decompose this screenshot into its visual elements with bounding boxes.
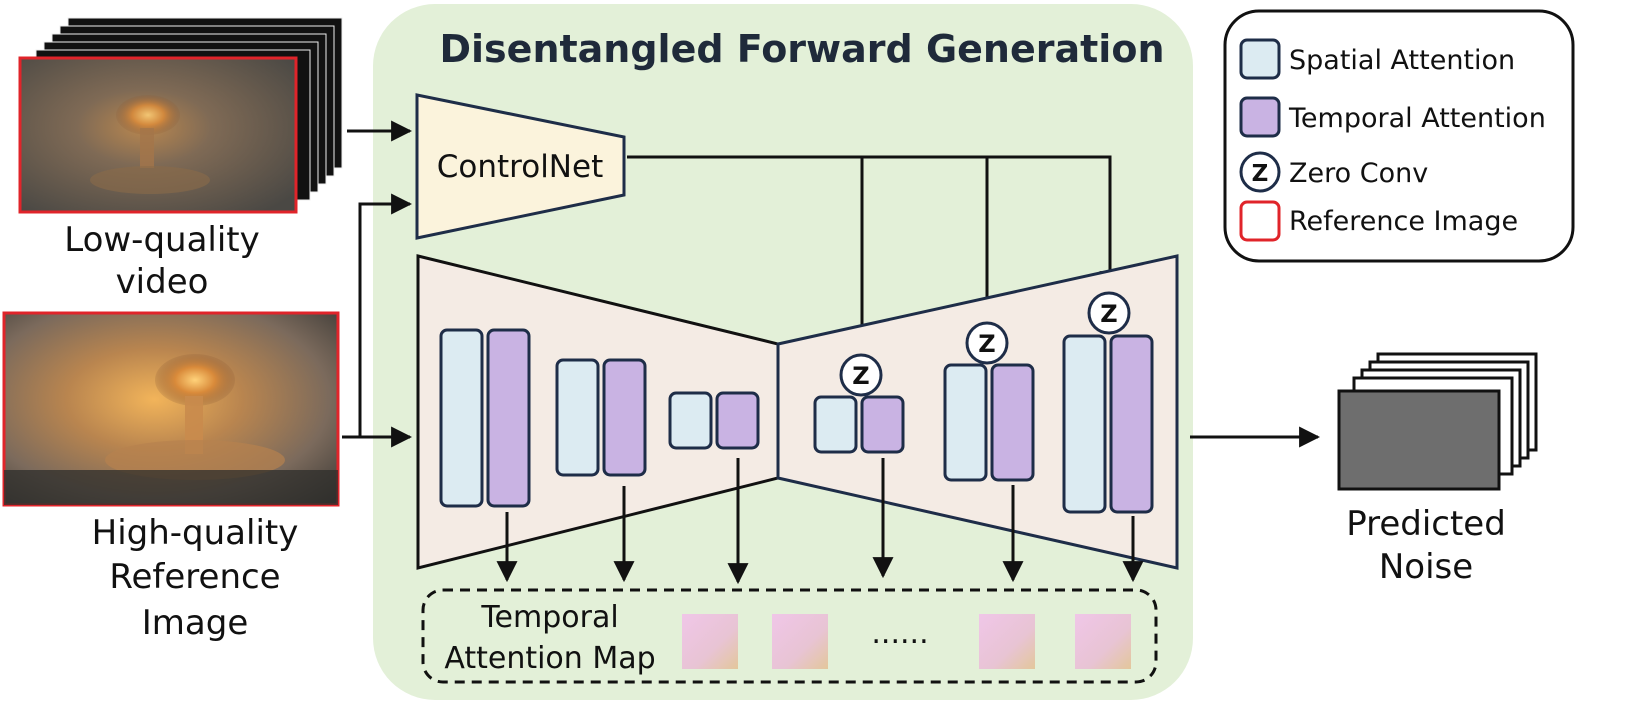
low-quality-video-stack (18, 17, 343, 214)
zero-conv-1-label: Z (852, 362, 869, 390)
legend-zero-conv-z: Z (1252, 161, 1269, 187)
encoder-spatial-attention-2 (555, 358, 600, 477)
decoder-temporal-attention-2 (990, 363, 1035, 482)
controlnet-to-zero-conv-3 (627, 155, 1121, 293)
decoder-spatial-attention-3 (1062, 334, 1107, 514)
legend-spatial-swatch (1239, 38, 1281, 80)
attention-map-tile-4 (1075, 614, 1131, 669)
panel-title: Disentangled Forward Generation (439, 27, 1164, 71)
controlnet-label: ControlNet (437, 149, 603, 185)
controlnet-block (415, 93, 626, 240)
zero-conv-2-label: Z (978, 330, 995, 358)
decoder-temporal-attention-1 (860, 395, 905, 454)
zero-conv-1: Z (839, 353, 883, 397)
low-quality-label-line1: Low-quality (64, 220, 260, 260)
legend-zero-conv-label: Zero Conv (1289, 158, 1428, 189)
predicted-noise-frame (1337, 389, 1501, 491)
encoder-temporal-attention-3 (715, 391, 760, 450)
attention-map-label-line2: Attention Map (444, 641, 655, 676)
legend-reference-label: Reference Image (1289, 206, 1518, 237)
reference-label-line1: High-quality (92, 513, 299, 553)
attention-map-tile-2 (772, 614, 828, 669)
attention-map-label-line1: Temporal (480, 600, 618, 635)
low-quality-label-line2: video (116, 262, 209, 302)
predicted-noise-stack (1337, 352, 1538, 491)
encoder-spatial-attention-3 (668, 391, 713, 450)
reference-image (2, 311, 340, 507)
legend-temporal-swatch (1239, 96, 1281, 138)
attention-map-tile-3 (979, 614, 1035, 669)
legend-spatial-label: Spatial Attention (1289, 45, 1515, 76)
zero-conv-3: Z (1087, 291, 1131, 335)
legend-reference-swatch (1239, 200, 1281, 242)
encoder-spatial-attention-1 (439, 328, 484, 508)
temporal-attention-map-box (421, 588, 1158, 684)
encoder-temporal-attention-2 (602, 358, 647, 477)
decoder-spatial-attention-1 (813, 395, 858, 454)
zero-conv-2: Z (965, 321, 1009, 365)
encoder-temporal-attention-1 (486, 328, 531, 508)
arrow-reference-to-controlnet (342, 193, 413, 439)
reference-label-line2: Reference (109, 557, 280, 597)
legend-box (1223, 9, 1575, 263)
output-label-line1: Predicted (1346, 504, 1506, 544)
reference-label-line3: Image (142, 603, 248, 643)
legend-zero-conv-symbol (1239, 151, 1281, 193)
decoder-spatial-attention-2 (943, 363, 988, 482)
attention-map-ellipsis: ...... (871, 616, 928, 651)
legend-temporal-label: Temporal Attention (1288, 103, 1546, 134)
output-label-line2: Noise (1379, 547, 1473, 587)
decoder-temporal-attention-3 (1109, 334, 1154, 514)
zero-conv-3-label: Z (1100, 300, 1117, 328)
attention-map-tile-1 (682, 614, 738, 669)
